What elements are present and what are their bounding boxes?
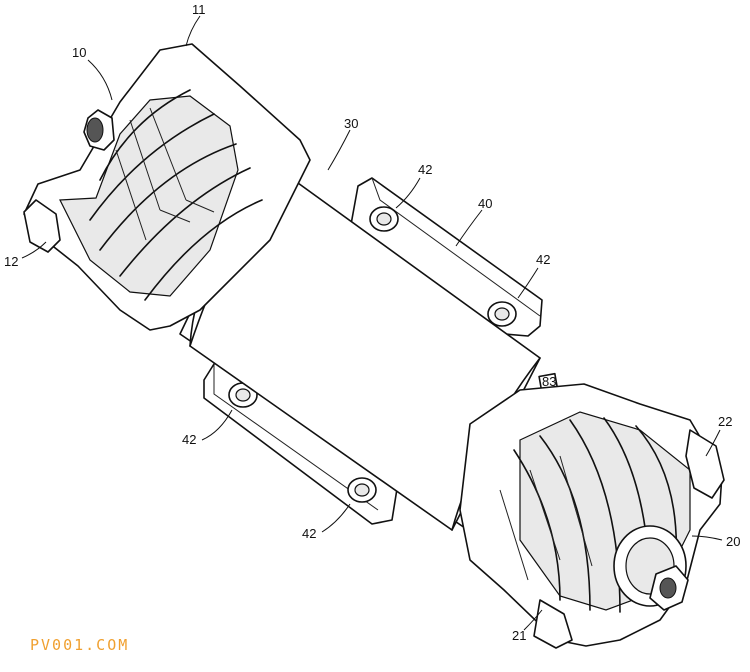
leader-42d	[321, 503, 351, 533]
leader-42a	[395, 177, 421, 209]
leader-30	[327, 129, 351, 171]
leader-10	[87, 59, 113, 101]
leader-42c	[201, 409, 233, 441]
bolt-hole-upper-right	[487, 301, 517, 327]
label-42-upper: 42	[418, 162, 432, 177]
label-42-right: 42	[536, 252, 550, 267]
leader-12	[21, 241, 47, 259]
label-42-left: 42	[182, 432, 196, 447]
leader-42b	[517, 267, 539, 299]
label-21: 21	[512, 628, 526, 643]
leader-21	[523, 609, 543, 631]
leader-lines	[21, 15, 723, 631]
bolt-hole-upper-left	[369, 206, 399, 232]
label-30: 30	[344, 116, 358, 131]
svg-text:83: 83	[542, 374, 556, 389]
label-22: 22	[718, 414, 732, 429]
leader-40	[455, 209, 483, 247]
label-10: 10	[72, 45, 86, 60]
leader-11	[185, 15, 201, 47]
label-20: 20	[726, 534, 740, 549]
label-42-bottom: 42	[302, 526, 316, 541]
watermark: PV001.COM	[30, 636, 130, 654]
left-end-cap-10	[23, 43, 311, 331]
bolt-hole-lower-right	[347, 477, 377, 503]
bracket-holes-42	[228, 206, 517, 503]
label-40: 40	[478, 196, 492, 211]
reference-numerals: 10 11 12 30 40 42 42 42 42 22 20 21	[4, 2, 740, 643]
leader-22	[705, 429, 721, 457]
label-11: 11	[192, 2, 206, 17]
right-end-cap-20	[459, 383, 725, 649]
label-12: 12	[4, 254, 18, 269]
leader-20	[691, 535, 723, 541]
